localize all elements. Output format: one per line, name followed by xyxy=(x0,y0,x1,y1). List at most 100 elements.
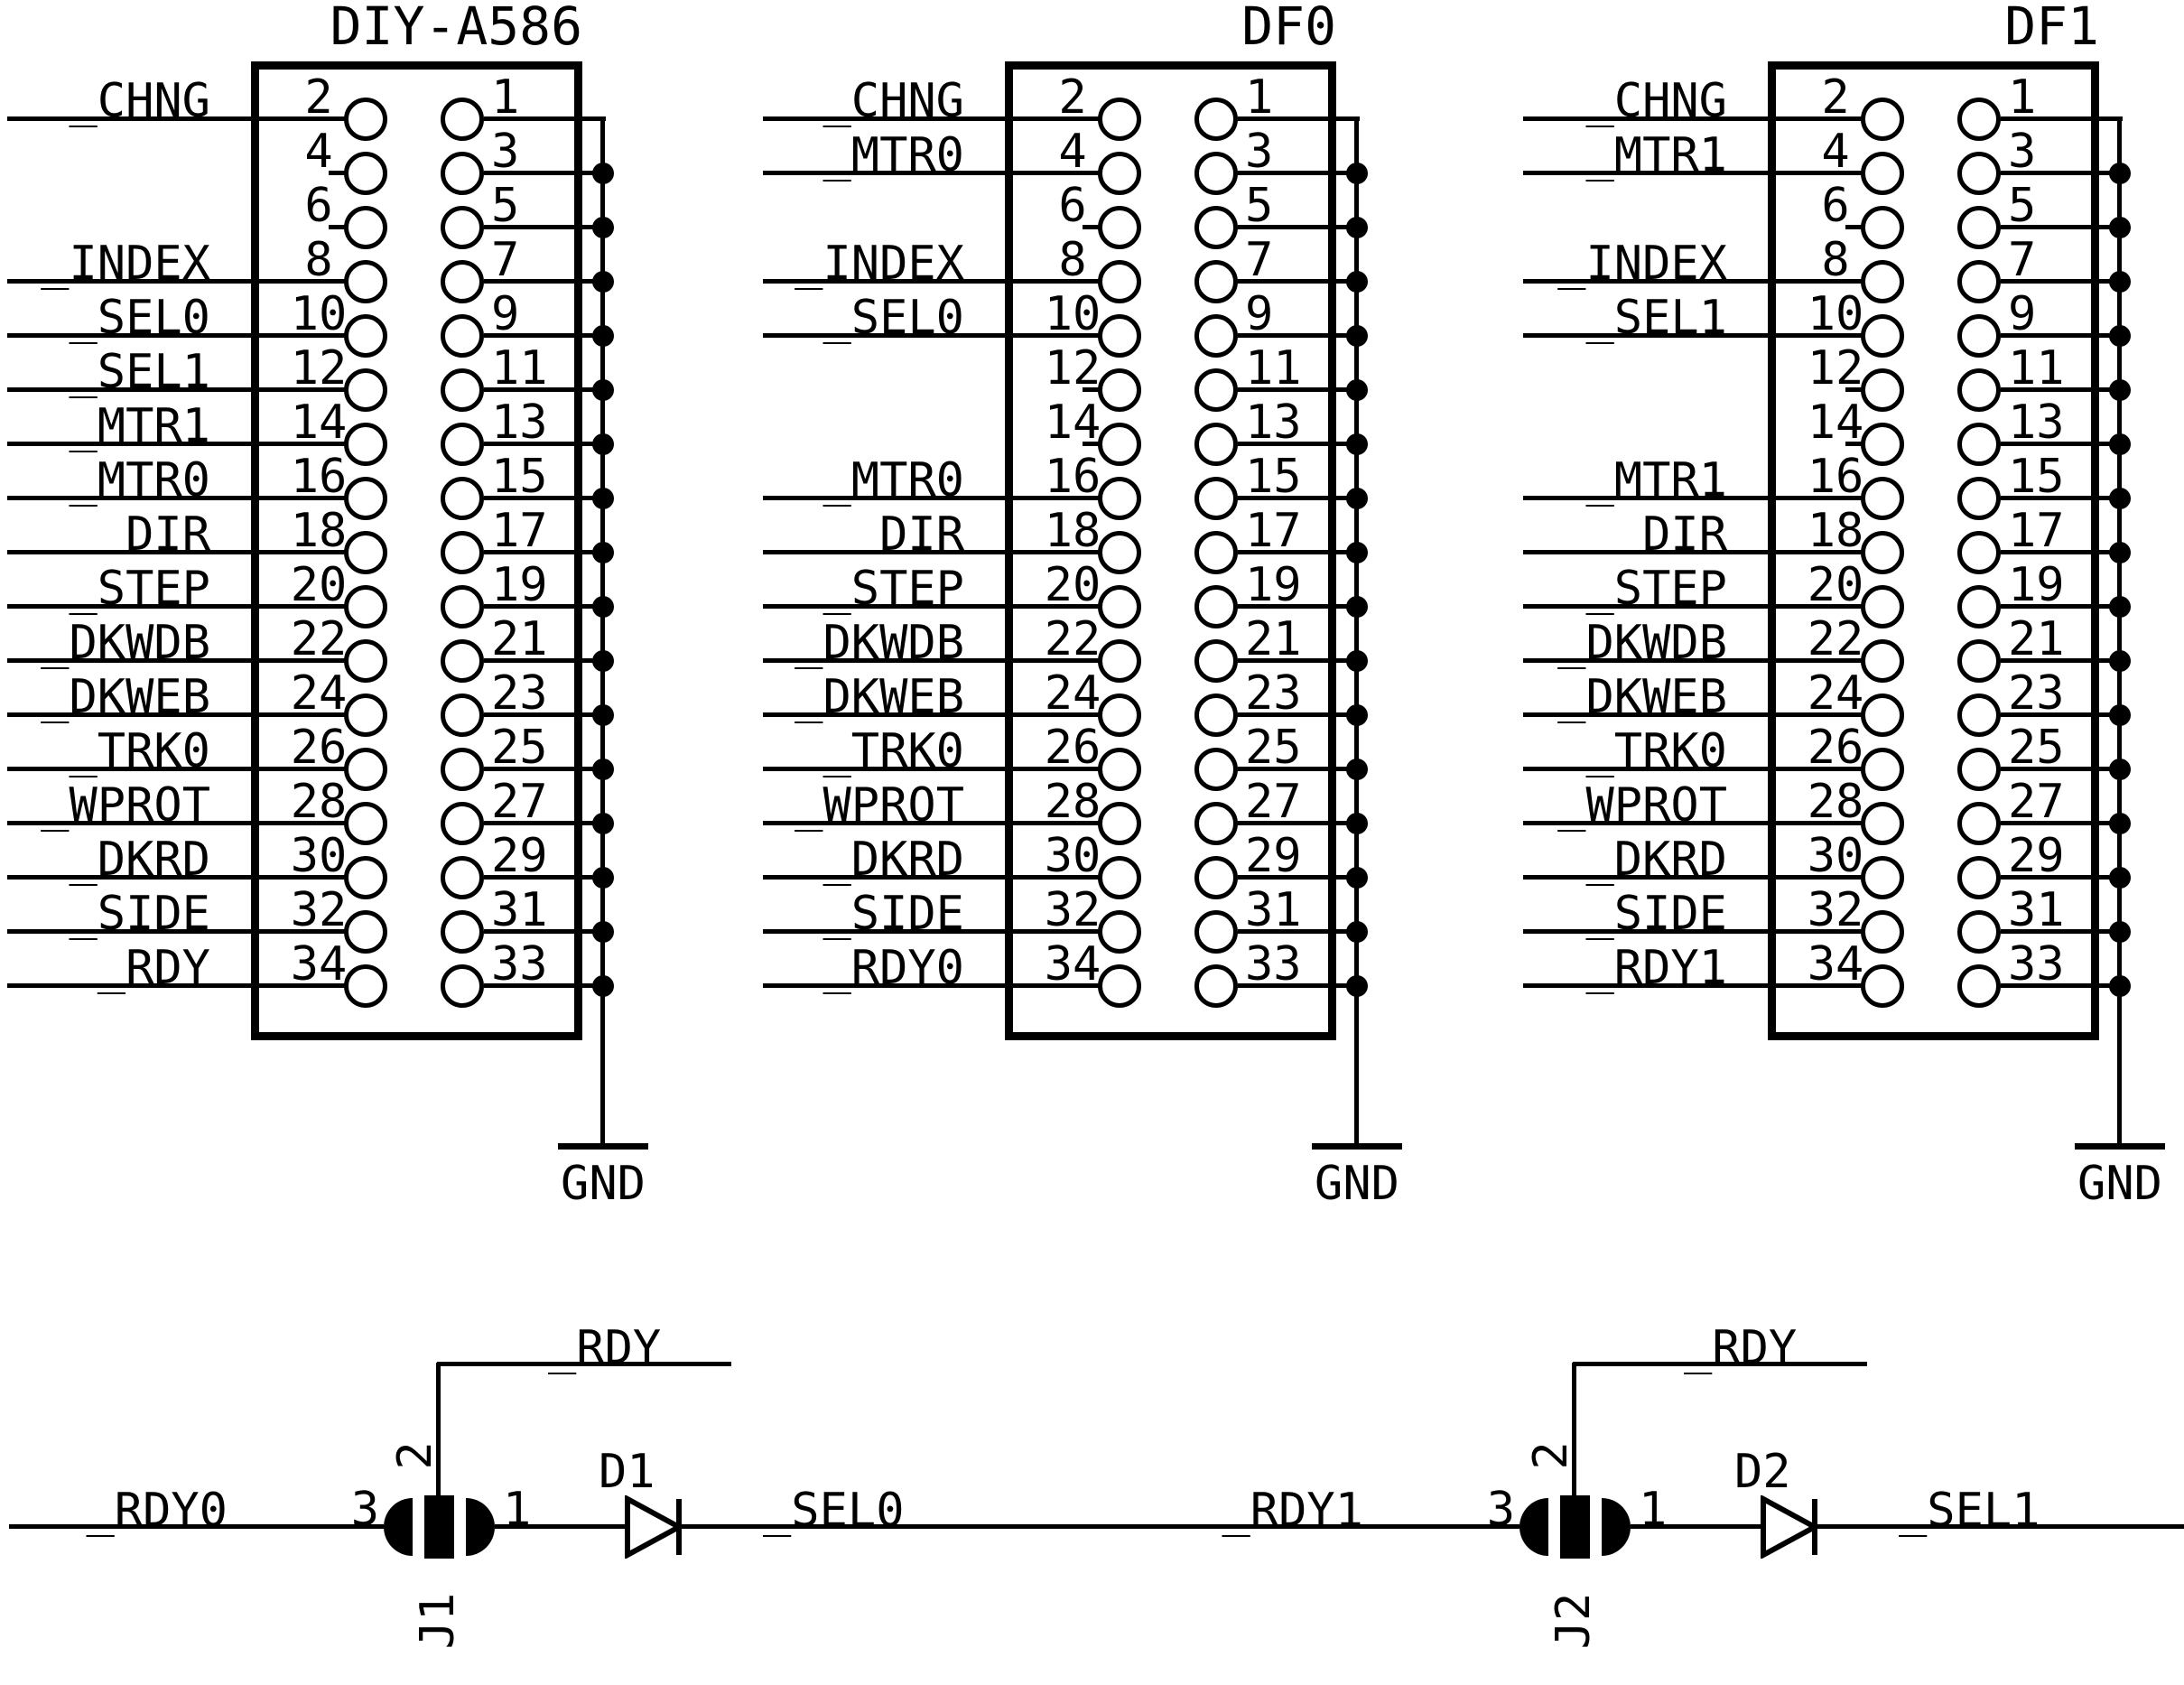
pin-number: 9 xyxy=(491,287,520,341)
net-label: _MTR0 xyxy=(69,453,210,507)
pin-circle xyxy=(1194,748,1238,791)
gnd-bus-wire xyxy=(1354,117,1359,1148)
pin-number: 14 xyxy=(1807,396,1864,450)
pin-number: 2 xyxy=(304,70,333,125)
net-label: _SIDE xyxy=(822,887,964,941)
pin-number: 17 xyxy=(2008,504,2065,558)
pin-number: 30 xyxy=(1044,829,1101,883)
net-label: _WPROT xyxy=(795,778,964,833)
net-label: _MTR1 xyxy=(69,399,210,453)
pin-number: 10 xyxy=(1044,287,1101,341)
pin-number: 28 xyxy=(1807,775,1864,829)
pin-number: 34 xyxy=(290,937,348,991)
net-label: _WPROT xyxy=(1557,778,1727,833)
net-wire xyxy=(7,116,345,121)
pin-wire xyxy=(2001,279,2123,284)
pin-number: 5 xyxy=(2008,179,2037,233)
pin-circle xyxy=(1098,206,1141,249)
pin-circle xyxy=(1861,206,1904,249)
net-wire xyxy=(763,658,1099,663)
pin-wire xyxy=(1238,387,1360,392)
net-label: _INDEX xyxy=(795,237,964,291)
net-label: _RDY xyxy=(548,1321,662,1375)
pin-circle xyxy=(344,531,387,574)
net-wire xyxy=(1523,496,1862,500)
pin-number: 27 xyxy=(491,775,548,829)
pin-circle xyxy=(1098,314,1141,358)
pin-number: 18 xyxy=(1044,504,1101,558)
pin-number: 6 xyxy=(1821,179,1850,233)
connector-title: DIY-A586 xyxy=(330,0,582,57)
pin-number: 26 xyxy=(1807,721,1864,775)
pin-number: 10 xyxy=(1807,287,1864,341)
pin-circle xyxy=(441,856,484,899)
gnd-bar xyxy=(2075,1143,2165,1150)
pin-wire xyxy=(484,442,606,446)
pin-wire xyxy=(484,496,606,500)
pin-wire xyxy=(1238,550,1360,554)
net-label: _MTR1 xyxy=(1585,128,1727,182)
pin-circle xyxy=(1194,964,1238,1008)
net-label: _SEL1 xyxy=(1585,291,1727,345)
pin-circle xyxy=(441,639,484,683)
pin-number: 16 xyxy=(1044,450,1101,504)
connector-title: DF0 xyxy=(1241,0,1336,57)
pin-circle xyxy=(1098,152,1141,195)
pin-circle xyxy=(1098,910,1141,954)
pin-wire xyxy=(484,929,606,934)
pin-number: 30 xyxy=(290,829,348,883)
pin-wire xyxy=(484,712,606,717)
pin-wire xyxy=(2001,658,2123,663)
net-wire xyxy=(763,116,1099,121)
pin-wire xyxy=(2001,387,2123,392)
pin-circle xyxy=(1194,368,1238,412)
pin-number: 25 xyxy=(2008,721,2065,775)
pin-number: 15 xyxy=(1245,450,1302,504)
pin-circle xyxy=(1194,260,1238,303)
pin-number: 11 xyxy=(491,341,548,396)
pin-circle xyxy=(441,477,484,520)
net-wire xyxy=(1145,1524,1520,1529)
pin-number: 8 xyxy=(1821,233,1850,287)
pin-circle xyxy=(1098,531,1141,574)
pin-number: 11 xyxy=(1245,341,1302,396)
pin-circle xyxy=(344,260,387,303)
net-label: _DKRD xyxy=(822,833,964,887)
net-wire xyxy=(1523,171,1862,175)
net-wire xyxy=(1523,658,1862,663)
pin-number: 34 xyxy=(1807,937,1864,991)
pin-circle xyxy=(1098,802,1141,845)
pin-number: 12 xyxy=(1807,341,1864,396)
pin-circle xyxy=(441,531,484,574)
pin-number: 9 xyxy=(2008,287,2037,341)
pin-wire xyxy=(1238,821,1360,825)
net-wire xyxy=(763,983,1099,988)
pin-circle xyxy=(1957,639,2001,683)
pin-circle xyxy=(344,748,387,791)
pin-wire xyxy=(484,604,606,609)
pin-number: 21 xyxy=(2008,612,2065,666)
net-wire xyxy=(7,387,345,392)
pin-circle xyxy=(441,206,484,249)
net-wire xyxy=(763,333,1099,338)
net-label: DIR xyxy=(879,507,964,562)
pin-number: 21 xyxy=(1245,612,1302,666)
net-wire xyxy=(495,1524,629,1529)
pin-circle xyxy=(1957,910,2001,954)
net-wire xyxy=(9,1524,384,1529)
pin-circle xyxy=(1861,910,1904,954)
pin-circle xyxy=(1861,531,1904,574)
pin-wire xyxy=(2001,550,2123,554)
pin-number: 29 xyxy=(2008,829,2065,883)
net-wire xyxy=(1523,983,1862,988)
pin-circle xyxy=(1098,856,1141,899)
pin-number: 19 xyxy=(2008,558,2065,612)
pin-wire xyxy=(1238,116,1360,121)
jumper-ref-label: J2 xyxy=(1547,1592,1601,1650)
pin-wire xyxy=(2001,821,2123,825)
net-wire xyxy=(763,604,1099,609)
net-wire xyxy=(1573,1362,1867,1366)
net-wire xyxy=(7,929,345,934)
net-label: _DKRD xyxy=(1585,833,1727,887)
pin-wire xyxy=(1238,279,1360,284)
